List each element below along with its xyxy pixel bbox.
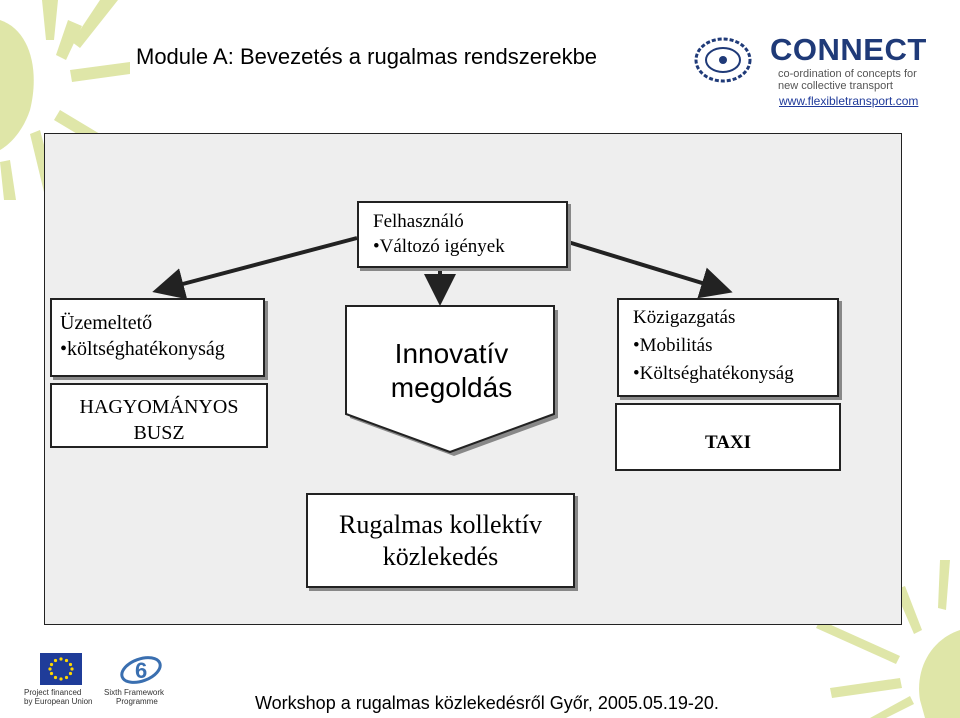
traditional-bus-box: HAGYOMÁNYOS BUSZ bbox=[50, 383, 268, 448]
user-title: Felhasználó bbox=[373, 209, 566, 234]
svg-text:6: 6 bbox=[135, 658, 147, 683]
fp6-text-line-2: Programme bbox=[116, 697, 158, 706]
taxi-label: TAXI bbox=[705, 432, 751, 453]
innovative-solution-label: Innovatív megoldás bbox=[344, 337, 559, 405]
flexible-transport-box: Rugalmas kollektív közlekedés bbox=[306, 493, 575, 588]
flexible-line-1: Rugalmas kollektív bbox=[308, 509, 573, 541]
user-needs: •Változó igények bbox=[373, 234, 566, 259]
eu-flag-icon bbox=[40, 653, 82, 685]
eu-text-line-2: by European Union bbox=[24, 697, 93, 706]
administration-title: Közigazgatás bbox=[633, 304, 837, 332]
innovative-line-2: megoldás bbox=[344, 371, 559, 405]
administration-box: Közigazgatás •Mobilitás •Költséghatékony… bbox=[617, 298, 839, 397]
operator-cost-efficiency: •költséghatékonyság bbox=[60, 336, 263, 362]
bus-line-2: BUSZ bbox=[52, 420, 266, 446]
fp6-text-line-1: Sixth Framework bbox=[104, 688, 164, 697]
operator-title: Üzemeltető bbox=[60, 310, 263, 336]
administration-cost-efficiency: •Költséghatékonyság bbox=[633, 360, 837, 388]
fp6-logo-icon: 6 bbox=[118, 652, 164, 688]
workshop-footer-text: Workshop a rugalmas közlekedésről Győr, … bbox=[255, 693, 719, 714]
taxi-box: TAXI bbox=[615, 403, 841, 471]
arrow-to-administration bbox=[568, 242, 725, 290]
flexible-line-2: közlekedés bbox=[308, 541, 573, 573]
operator-box: Üzemeltető •költséghatékonyság bbox=[50, 298, 265, 377]
user-box: Felhasználó •Változó igények bbox=[357, 201, 568, 268]
eu-text-line-1: Project financed bbox=[24, 688, 81, 697]
bus-line-1: HAGYOMÁNYOS bbox=[52, 394, 266, 420]
administration-mobility: •Mobilitás bbox=[633, 332, 837, 360]
innovative-line-1: Innovatív bbox=[344, 337, 559, 371]
arrow-to-operator bbox=[160, 238, 357, 290]
